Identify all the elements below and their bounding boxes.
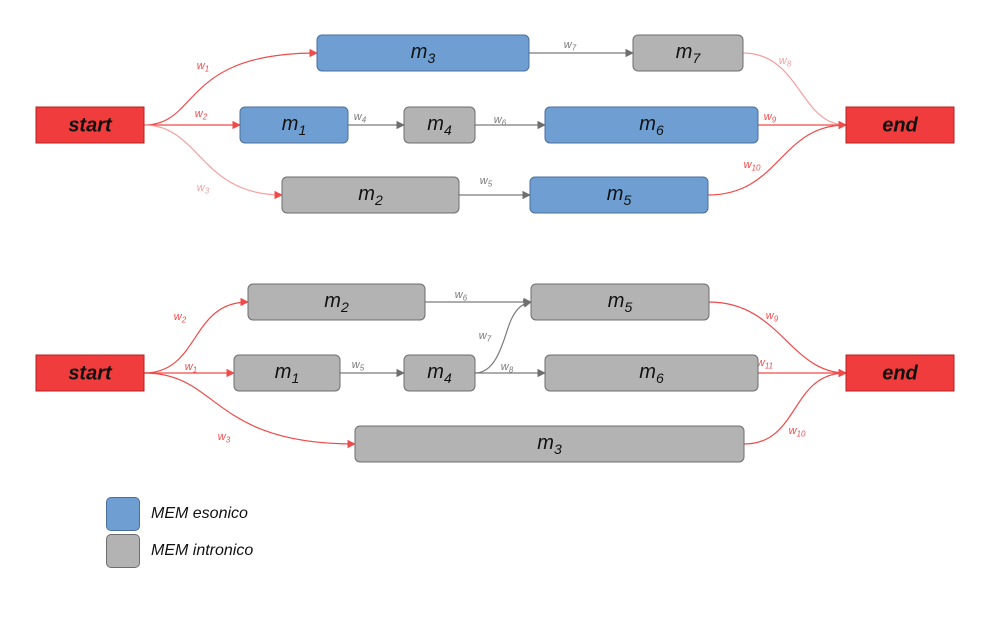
mem-node-m4 xyxy=(403,106,476,144)
mem-node-label: m6 xyxy=(639,361,664,385)
mem-node-label: m5 xyxy=(607,183,632,207)
edge-m5-to-end xyxy=(708,301,847,378)
mem-node-label: m4 xyxy=(427,361,452,385)
mem-node-m5 xyxy=(530,283,710,321)
mem-node-label: m3 xyxy=(411,41,436,65)
edge-m3-to-end xyxy=(743,368,847,445)
end-node xyxy=(845,354,955,392)
mem-node-m3 xyxy=(354,425,745,463)
edge-weight-label: w6 xyxy=(455,289,468,303)
end-node xyxy=(845,106,955,144)
legend-swatch-intron xyxy=(106,534,140,568)
mem-node-label: m1 xyxy=(282,113,306,137)
legend-label-exon: MEM esonico xyxy=(151,505,248,522)
edge-weight-label: w9 xyxy=(764,111,777,125)
start-node xyxy=(35,106,145,144)
diagram-1-nodes: start end m3 m7 m1 m4 m6 m2 m5 xyxy=(35,34,955,214)
mem-node-m1 xyxy=(233,354,341,392)
edge-weight-label: w11 xyxy=(757,357,773,371)
mem-node-m5 xyxy=(529,176,709,214)
diagram-1-edges: w1 w2 w3 w7 w4 w6 w5 w8 w9 w10 xyxy=(143,39,847,200)
mem-node-m2 xyxy=(247,283,426,321)
edge-weight-label: w2 xyxy=(174,311,187,325)
edge-weight-label: w3 xyxy=(197,182,210,196)
end-label: end xyxy=(882,114,918,136)
start-node xyxy=(35,354,145,392)
edge-weight-label: w10 xyxy=(744,159,761,173)
edge-start-to-m3 xyxy=(143,48,318,126)
edge-start-to-m2 xyxy=(143,297,249,374)
edge-m7-to-end xyxy=(742,52,847,130)
legend-item-exon: MEM esonico xyxy=(106,497,248,531)
mem-node-label: m6 xyxy=(639,113,664,137)
mem-node-m1 xyxy=(239,106,349,144)
edge-weight-label: w2 xyxy=(195,108,208,122)
legend-item-intron: MEM intronico xyxy=(106,534,253,568)
mem-node-m7 xyxy=(632,34,744,72)
edge-weight-label: w10 xyxy=(789,425,806,439)
mem-node-label: m5 xyxy=(608,290,633,314)
edge-weight-label: w6 xyxy=(494,114,507,128)
mem-node-label: m2 xyxy=(358,183,383,207)
edge-weight-label: w3 xyxy=(218,431,231,445)
edge-weight-label: w9 xyxy=(766,310,779,324)
start-label: start xyxy=(68,114,113,136)
mem-node-m6 xyxy=(544,106,759,144)
edge-weight-label: w8 xyxy=(779,55,792,69)
edge-weight-label: w8 xyxy=(501,361,514,375)
edge-weight-label: w1 xyxy=(197,60,209,74)
edge-m4-to-m5 xyxy=(474,299,532,374)
mem-node-label: m4 xyxy=(427,113,452,137)
end-label: end xyxy=(882,362,918,384)
diagram-2-nodes: start end m2 m5 m1 m4 m6 m3 xyxy=(35,283,955,463)
edge-start-to-m2 xyxy=(143,124,283,200)
mem-node-label: m1 xyxy=(275,361,299,385)
diagram-2-edges: w2 w1 w3 w6 w5 w7 w8 w9 w11 w10 xyxy=(143,289,847,449)
edge-weight-label: w1 xyxy=(185,361,197,375)
edge-weight-label: w7 xyxy=(479,330,492,344)
mem-node-label: m3 xyxy=(537,432,562,456)
nodes-layer: start end m3 m7 m1 m4 m6 m2 m5 start end m2 m5 m1 m4 m6… xyxy=(35,34,955,463)
start-label: start xyxy=(68,362,113,384)
edge-weight-label: w5 xyxy=(352,359,365,373)
edge-m5-to-end xyxy=(707,120,847,196)
mem-node-label: m7 xyxy=(676,41,702,65)
mem-node-label: m2 xyxy=(324,290,349,314)
edge-weight-label: w7 xyxy=(564,39,577,53)
mem-node-m2 xyxy=(281,176,460,214)
edge-weight-label: w5 xyxy=(480,175,493,189)
mem-node-m6 xyxy=(544,354,759,392)
edge-weight-label: w4 xyxy=(354,111,367,125)
edges-layer: w1 w2 w3 w7 w4 w6 w5 w8 w9 w10 w2 w1 w3 w6 w5 w7 w8 w9 w11… xyxy=(143,39,847,449)
legend-label-intron: MEM intronico xyxy=(151,542,254,559)
mem-node-m4 xyxy=(403,354,476,392)
edge-start-to-m3 xyxy=(143,372,356,449)
mem-node-m3 xyxy=(316,34,530,72)
legend-swatch-exon xyxy=(106,497,140,531)
